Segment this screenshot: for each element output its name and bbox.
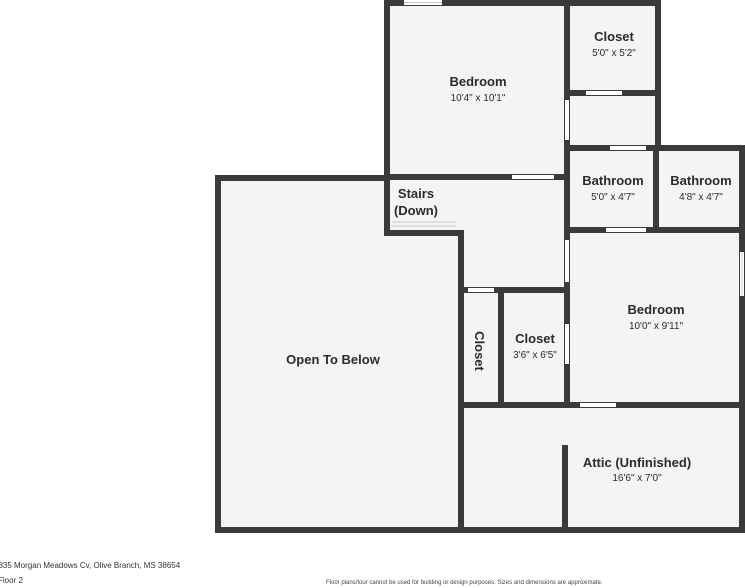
stairs-direction: (Down) [394, 203, 438, 218]
closet-narrow-name: Closet [472, 331, 487, 371]
openings [404, 0, 744, 407]
room-labels: Bedroom 10'4" x 10'1" Closet 5'0" x 5'2"… [286, 29, 732, 484]
closet-top-dims: 5'0" x 5'2" [592, 48, 636, 59]
open-to-below-name: Open To Below [286, 352, 381, 367]
bathroom-right-name: Bathroom [670, 173, 731, 188]
floor-label: Floor 2 [0, 576, 23, 585]
attic-name: Attic (Unfinished) [583, 455, 691, 470]
closet-top-name: Closet [594, 29, 634, 44]
bedroom-top-name: Bedroom [449, 74, 506, 89]
bathroom-right-dims: 4'8" x 4'7" [679, 192, 723, 203]
room-floors [220, 3, 742, 530]
bathroom-left-name: Bathroom [582, 173, 643, 188]
stair-treads [392, 221, 456, 227]
bedroom-top-dims: 10'4" x 10'1" [451, 93, 506, 104]
stairs-name: Stairs [398, 186, 434, 201]
bathroom-left-dims: 5'0" x 4'7" [591, 192, 635, 203]
closet-mid-name: Closet [515, 331, 555, 346]
attic-dims: 16'6" x 7'0" [612, 473, 662, 484]
bedroom-right-name: Bedroom [627, 302, 684, 317]
property-address: 9835 Morgan Meadows Cv, Olive Branch, MS… [0, 561, 181, 570]
bedroom-right-dims: 10'0" x 9'11" [629, 321, 684, 332]
disclaimer-text: Floor plans/tour cannot be used for buil… [326, 580, 603, 586]
closet-mid-dims: 3'6" x 6'5" [513, 350, 557, 361]
